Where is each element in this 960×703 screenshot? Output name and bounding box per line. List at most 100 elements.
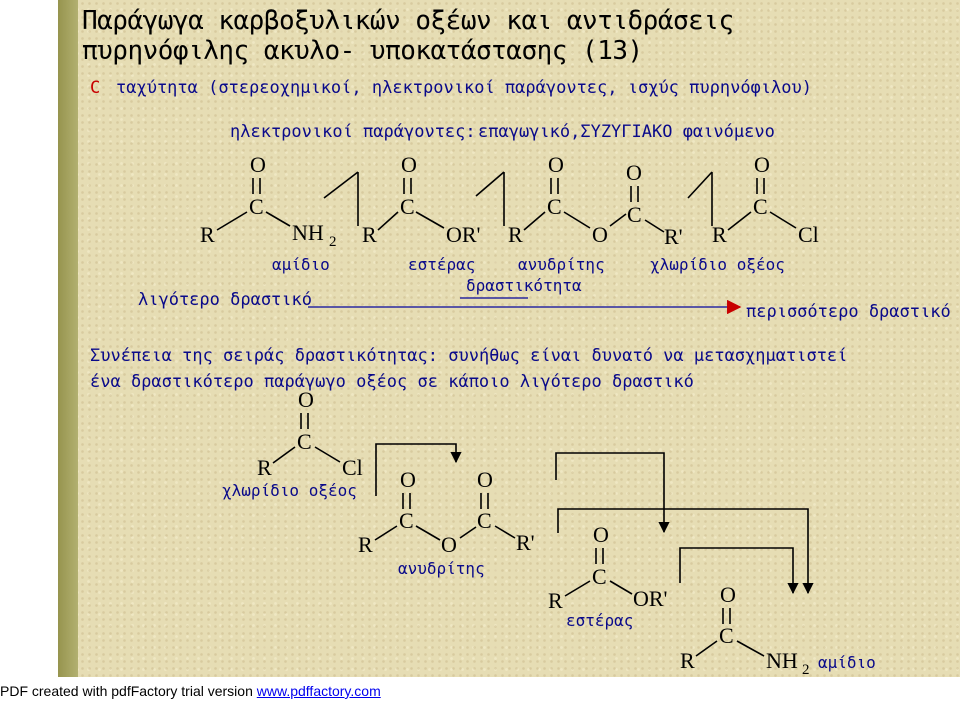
ester-bond-r: [377, 211, 399, 231]
cascade-ester-bond-r: [564, 580, 591, 597]
ester-bond-o: [415, 211, 445, 229]
cascade-anhydride-o1: O: [400, 467, 416, 492]
divider-2a: [475, 171, 505, 197]
amide-o: O: [250, 152, 266, 177]
cascade-anhydride-r: R: [358, 532, 373, 557]
cascade-label-acid-chloride: χλωρίδιο οξέος: [222, 481, 357, 500]
bullet-text: ταχύτητα (στερεοχημικοί, ηλεκτρονικοί πα…: [116, 78, 812, 98]
ester-c: C: [400, 194, 415, 219]
cascade-ester-c: C: [592, 564, 607, 589]
amide-bond-n: [265, 211, 291, 227]
electronic-factors-label: ηλεκτρονικοί παράγοντες:: [230, 122, 476, 142]
cascade-anhydride-bridge-o: O: [441, 532, 457, 557]
cascade-anhydride-rp: R': [516, 530, 535, 555]
cascade-amide-bond-n: [736, 640, 765, 657]
anhydride-bond-r: [523, 211, 546, 231]
cascade-label-anhydride: ανυδρίτης: [398, 559, 485, 578]
more-reactive-label: περισσότερο δραστικό: [746, 302, 951, 322]
cascade-anhydride-c2: C: [477, 508, 492, 533]
cascade-chloride-o: O: [298, 387, 314, 412]
cascade-arrow-chloride-to-anhydride: [375, 443, 462, 496]
cascade-anhydride: O C R O O C R' ανυδρίτης: [358, 467, 535, 578]
ester-r: R: [362, 222, 377, 247]
consequence-text: συνήθως είναι δυνατό να μετασχηματιστεί: [438, 346, 848, 366]
acid-chloride-structure: O C R Cl χλωρίδιο οξέος: [650, 152, 819, 274]
cascade-chloride-c: C: [297, 429, 312, 454]
cascade-anhydride-bond-o-right: [459, 526, 477, 539]
title-line-2: πυρηνόφιλης ακυλο- υποκατάστασης (13): [82, 36, 643, 66]
footer-link[interactable]: www.pdffactory.com: [256, 683, 381, 699]
slide-background: [58, 0, 960, 677]
cascade-amide-nh: NH: [766, 648, 798, 673]
anhydride-rp: R': [664, 224, 683, 249]
amide-nh-subscript: 2: [329, 234, 337, 250]
amide-r: R: [200, 222, 215, 247]
chloride-bond-cl: [769, 211, 797, 229]
chloride-o: O: [754, 152, 770, 177]
cascade-acid-chloride: O C R Cl χλωρίδιο οξέος: [222, 387, 363, 500]
cascade-arrow-to-amide-1: [679, 547, 799, 595]
cascade-anhydride-c1: C: [399, 508, 414, 533]
cascade-amide: O C R NH 2 αμίδιο: [680, 582, 876, 677]
divider-1a: [323, 171, 359, 199]
ester-structure: O C R OR' εστέρας: [362, 152, 481, 274]
anhydride-o1: O: [548, 152, 564, 177]
compound-label-anhydride: ανυδρίτης: [518, 255, 605, 274]
consequence-line-1: Συνέπεια της σειράς δραστικότητας: συνήθ…: [90, 346, 847, 366]
less-reactive-label: λιγότερο δραστικό: [138, 290, 312, 310]
amide-c: C: [249, 194, 264, 219]
cascade-ester-bond-o: [609, 580, 633, 595]
divider-3a: [687, 171, 713, 199]
anhydride-bond-rp: [644, 219, 665, 233]
cascade-amide-o: O: [720, 582, 736, 607]
footer-text: PDF created with pdfFactory trial versio…: [0, 683, 257, 699]
amide-structure: O C R NH 2 αμίδιο: [200, 152, 337, 274]
compound-label-acid-chloride: χλωρίδιο οξέος: [650, 255, 785, 274]
slide-side-stripe: [58, 0, 78, 677]
anhydride-o2: O: [626, 160, 642, 185]
cascade-anhydride-bond-o-left: [415, 525, 441, 541]
cascade-ester: O C R OR' εστέρας: [548, 522, 668, 630]
anhydride-bond-o-left: [563, 211, 591, 229]
cascade-ester-or: OR': [633, 586, 668, 611]
cascade-arrow-to-amide-2: [557, 508, 814, 595]
electronic-factors-text: επαγωγικό,ΣΥΖΥΓΙΑΚΟ φαινόμενο: [478, 122, 775, 142]
cascade-label-amide: αμίδιο: [818, 653, 876, 672]
cascade-chloride-cl: Cl: [342, 455, 363, 480]
anhydride-bridge-o: O: [592, 222, 608, 247]
cascade-label-ester: εστέρας: [566, 611, 633, 630]
anhydride-c1: C: [547, 194, 562, 219]
cascade-anhydride-bond-r: [374, 525, 398, 541]
reactivity-label: δραστικότητα: [466, 276, 582, 295]
cascade-amide-c: C: [719, 623, 734, 648]
consequence-heading: Συνέπεια της σειράς δραστικότητας:: [90, 346, 438, 366]
amide-nh: NH: [292, 220, 324, 245]
cascade-anhydride-bond-rp: [494, 525, 516, 539]
chloride-cl: Cl: [798, 222, 819, 247]
chloride-bond-r: [727, 211, 752, 231]
cascade-amide-subscript: 2: [802, 662, 810, 677]
cascade-amide-bond-r: [695, 640, 718, 657]
chemistry-diagram: O C R NH 2 αμίδιο O C R OR' εστέρας O C …: [200, 152, 876, 677]
cascade-chloride-bond-r: [272, 446, 296, 464]
anhydride-r: R: [508, 222, 523, 247]
anhydride-structure: O C R O O C R' ανυδρίτης: [508, 152, 683, 274]
cascade-anhydride-o2: O: [477, 467, 493, 492]
title-line-1: Παράγωγα καρβοξυλικών οξέων και αντιδράσ…: [82, 6, 734, 36]
chloride-r: R: [712, 222, 727, 247]
compound-label-amide: αμίδιο: [272, 255, 330, 274]
cascade-ester-r: R: [548, 588, 563, 613]
ester-or: OR': [446, 222, 481, 247]
pdf-footer: PDF created with pdfFactory trial versio…: [0, 683, 381, 699]
amide-bond-r: [216, 211, 248, 231]
cascade-arrow-to-ester: [555, 452, 670, 534]
cascade-chloride-bond-cl: [314, 446, 341, 463]
cascade-amide-r: R: [680, 648, 695, 673]
cascade-chloride-r: R: [257, 455, 272, 480]
ester-o: O: [401, 152, 417, 177]
anhydride-c2: C: [627, 202, 642, 227]
bullet-marker: C: [90, 78, 101, 98]
anhydride-bond-o-right: [609, 213, 627, 227]
chloride-c: C: [753, 194, 768, 219]
consequence-line-2: ένα δραστικότερο παράγωγο οξέος σε κάποι…: [90, 372, 694, 392]
